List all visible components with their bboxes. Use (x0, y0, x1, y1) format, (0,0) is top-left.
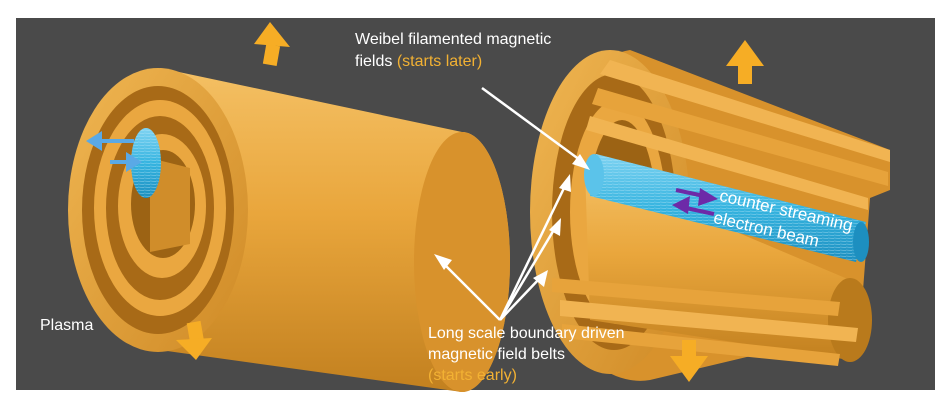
left-cylinder (68, 68, 510, 392)
weibel-label-line2: fields (starts later) (355, 52, 482, 72)
weibel-label-note: (starts later) (396, 53, 483, 70)
filament-stripes (552, 60, 890, 366)
plasma-label: Plasma (40, 317, 94, 334)
belts-label-line1: Long scale boundary driven (428, 325, 625, 342)
left-up-arrow (254, 22, 290, 67)
right-beam-end (584, 154, 604, 196)
weibel-label-fields: fields (355, 53, 393, 70)
right-down-arrow (670, 340, 708, 382)
left-cylinder-end-cap (414, 132, 510, 392)
pointer-lines (434, 86, 590, 321)
belts-label-line2: magnetic field belts (428, 346, 565, 363)
purple-arrows (672, 188, 718, 216)
left-down-arrow (176, 320, 212, 360)
weibel-label-line1: Weibel filamented magnetic (355, 31, 552, 48)
electron-beam (584, 154, 869, 262)
right-up-arrow (726, 40, 764, 84)
left-blue-arrows (86, 131, 142, 172)
right-cylinder (530, 50, 890, 381)
belts-label-note: (starts early) (428, 367, 517, 384)
